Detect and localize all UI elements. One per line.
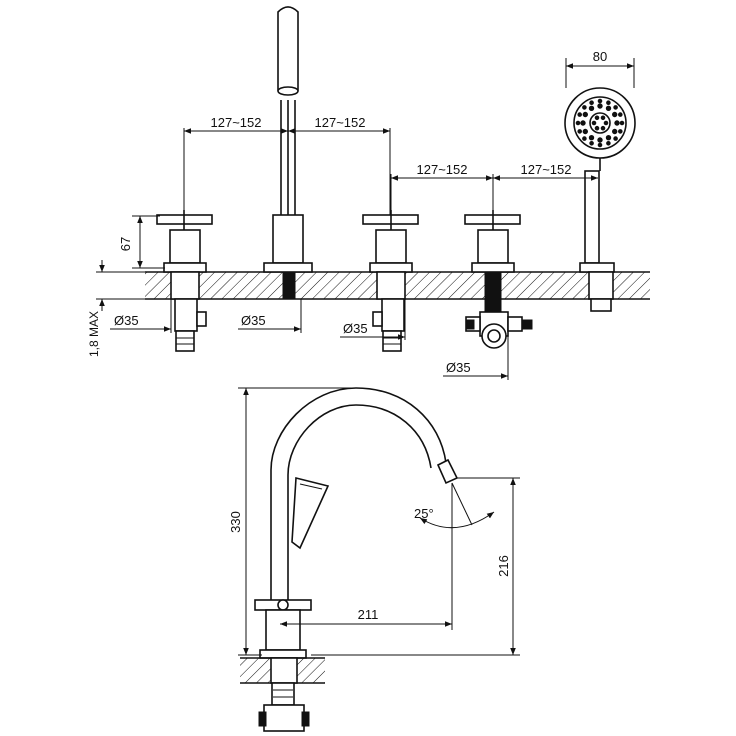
nozzle-dot xyxy=(597,103,603,109)
dim-deck-thickness: 1,8 MAX xyxy=(87,260,145,357)
dim-overall-height: 330 xyxy=(228,387,356,656)
nozzle-dot xyxy=(600,115,606,121)
dim-handle-height-label: 67 xyxy=(118,237,133,251)
nozzle-dot xyxy=(594,115,600,121)
cross-handle-valve-middle xyxy=(362,210,419,352)
dim-reach-label: 211 xyxy=(358,607,379,622)
nozzle-dot xyxy=(605,105,612,112)
dim-shower-width: 80 xyxy=(565,49,635,88)
dim-handle-height: 67 xyxy=(118,215,165,269)
nozzle-dot xyxy=(597,142,603,148)
dim-spacing-3-label: 127~152 xyxy=(417,162,468,177)
dim-diameter-3: Ø35 xyxy=(340,299,406,340)
nozzle-dot xyxy=(606,141,611,146)
dim-spout-height-label: 216 xyxy=(496,555,511,577)
nozzle-dot xyxy=(618,129,623,134)
dim-overall-height-label: 330 xyxy=(228,511,243,533)
dim-spout-angle-label: 25° xyxy=(414,506,434,521)
dim-reach: 211 xyxy=(280,483,453,630)
dim-diameter-2: Ø35 xyxy=(238,299,302,333)
nozzle-dot xyxy=(600,125,606,131)
nozzle-dot xyxy=(588,135,595,141)
nozzle-dot xyxy=(577,129,583,134)
nozzle-dot xyxy=(582,111,588,118)
dim-spacing-lower: 127~152 127~152 xyxy=(390,162,598,215)
nozzle-dot xyxy=(603,120,609,126)
nozzle-dot xyxy=(594,125,600,131)
nozzle-dot xyxy=(618,112,623,117)
nozzle-dot xyxy=(591,120,597,126)
spout-base-valve xyxy=(254,599,312,659)
nozzle-dot xyxy=(575,120,581,126)
nozzle-dot xyxy=(613,105,618,110)
nozzle-dot xyxy=(582,136,587,141)
dim-diameter-3-label: Ø35 xyxy=(343,321,368,336)
dim-spout-angle: 25° xyxy=(414,482,495,530)
dim-shower-width-label: 80 xyxy=(593,49,607,64)
nozzle-dot xyxy=(582,105,587,110)
dim-diameter-1: Ø35 xyxy=(110,299,172,333)
shower-head-icon xyxy=(564,87,636,171)
nozzle-dot xyxy=(614,120,620,126)
cross-handle-diverter xyxy=(464,210,533,349)
dim-deck-max-label: 1,8 MAX xyxy=(87,311,101,357)
nozzle-dot xyxy=(577,112,583,117)
dim-spout-height: 216 xyxy=(311,477,520,656)
dim-diameter-1-label: Ø35 xyxy=(114,313,139,328)
nozzle-dot xyxy=(619,120,625,126)
nozzle-dot xyxy=(605,135,612,141)
nozzle-dot xyxy=(589,141,594,146)
dim-diameter-4: Ø35 xyxy=(443,336,509,380)
spout-riser xyxy=(263,6,313,300)
nozzle-dot xyxy=(606,100,611,105)
dim-spacing-2-label: 127~152 xyxy=(315,115,366,130)
nozzle-dot xyxy=(582,128,588,135)
dim-diameter-4-label: Ø35 xyxy=(446,360,471,375)
nozzle-dot xyxy=(597,98,603,104)
nozzle-dot xyxy=(589,100,594,105)
deck-slab-side xyxy=(240,657,325,732)
side-elevation-view: 330 216 211 25° xyxy=(228,387,520,732)
nozzle-dot xyxy=(613,136,618,141)
hand-shower-holder xyxy=(579,170,615,312)
spout-lever xyxy=(291,476,330,550)
dim-spacing-4-label: 127~152 xyxy=(521,162,572,177)
nozzle-dot xyxy=(612,111,618,118)
dim-spacing-1-label: 127~152 xyxy=(211,115,262,130)
nozzle-dot xyxy=(588,105,595,112)
nozzle-dot xyxy=(612,128,618,135)
nozzle-dot xyxy=(580,120,586,126)
dim-diameter-2-label: Ø35 xyxy=(241,313,266,328)
dim-spacing-top: 127~152 127~152 xyxy=(183,115,391,215)
nozzle-dot xyxy=(597,137,603,143)
top-elevation-view: 80 127~152 127~152 127~152 127~152 67 xyxy=(87,6,650,380)
